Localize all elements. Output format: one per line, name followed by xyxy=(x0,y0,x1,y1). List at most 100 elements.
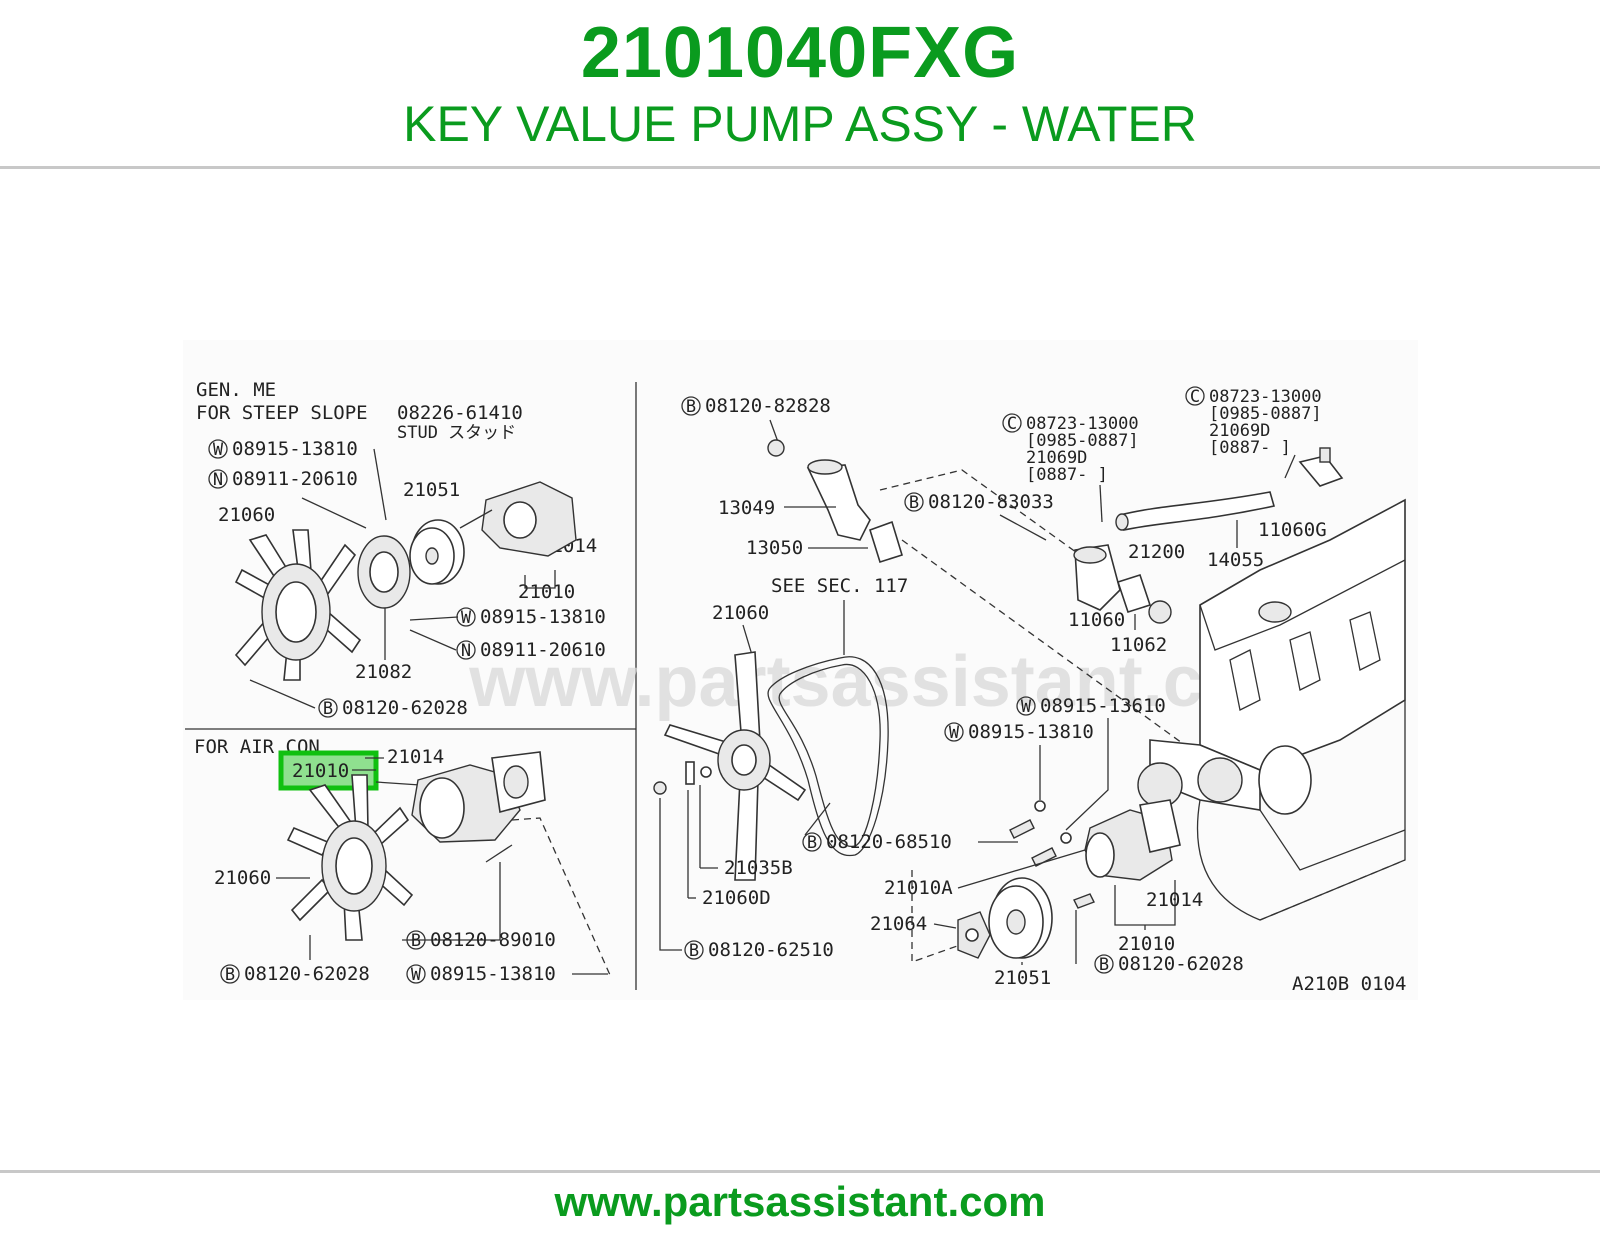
svg-text:08120-62028: 08120-62028 xyxy=(342,697,468,719)
label-21060d: 21060D xyxy=(702,887,771,909)
label-21014-b: 21014 xyxy=(387,746,444,768)
svg-text:21069D: 21069D xyxy=(1209,421,1270,441)
pulley-21051-topleft xyxy=(409,519,465,585)
callout-bolt-62028-a: B 08120-62028 xyxy=(249,679,468,719)
clip-letter-icon: C xyxy=(1007,414,1017,434)
label-21035b: 21035B xyxy=(724,857,793,879)
fan-21060-right xyxy=(663,651,807,881)
page-header: 2101040FXG KEY VALUE PUMP ASSY - WATER xyxy=(0,0,1600,168)
label-11060g: 11060G xyxy=(1258,519,1327,541)
svg-text:08120-89010: 08120-89010 xyxy=(430,929,556,951)
washer-letter-icon: W xyxy=(1021,697,1032,717)
nut-letter-icon: N xyxy=(213,470,223,490)
note-gen-me: GEN. ME xyxy=(196,379,276,401)
thermostat-housing-11060 xyxy=(1073,544,1172,624)
label-14055: 14055 xyxy=(1207,549,1264,571)
callout-bolt-68510: B 08120-68510 xyxy=(802,802,1018,853)
svg-text:08120-83033: 08120-83033 xyxy=(928,491,1054,513)
fan-21060-aircon xyxy=(286,774,414,941)
water-pump-21010-right xyxy=(1084,799,1181,881)
bolt-letter-icon: B xyxy=(807,833,817,853)
svg-text:08915-13810: 08915-13810 xyxy=(968,721,1094,743)
pump-bolts xyxy=(1009,800,1072,867)
svg-text:08915-13610: 08915-13610 xyxy=(1040,695,1166,717)
svg-text:[0887- ]: [0887- ] xyxy=(1026,465,1108,485)
connector-11060g xyxy=(1298,447,1344,487)
callout-bolt-62028-b: B 08120-62028 xyxy=(220,935,370,985)
watermark: www.partsassistant.com xyxy=(468,642,1311,722)
svg-text:08120-68510: 08120-68510 xyxy=(826,831,952,853)
label-stud-note: STUD スタッド xyxy=(397,423,516,443)
nut-letter-icon: N xyxy=(461,641,471,661)
svg-text:[0985-0887]: [0985-0887] xyxy=(1026,431,1139,451)
svg-text:[0985-0887]: [0985-0887] xyxy=(1209,404,1322,424)
callout-washer-13810-a: W 08915-13810 xyxy=(208,438,387,521)
bolt-letter-icon: B xyxy=(411,931,421,951)
label-21051-a: 21051 xyxy=(403,479,460,501)
callout-bolt-62028-c: B 08120-62028 xyxy=(1073,893,1244,975)
label-21010a: 21010A xyxy=(884,877,953,899)
water-pump-21010-topleft xyxy=(481,481,577,557)
washer-letter-icon: W xyxy=(411,965,422,985)
v-belt-inner xyxy=(778,663,881,847)
label-13050: 13050 xyxy=(746,537,803,559)
fan-clutch-21082 xyxy=(357,535,411,609)
bolt-letter-icon: B xyxy=(909,493,919,513)
callout-washer-13610: W 08915-13610 xyxy=(1016,695,1166,831)
bolt-letter-icon: B xyxy=(689,941,699,961)
fan-21060-topleft xyxy=(234,529,362,681)
part-number: 2101040FXG xyxy=(580,13,1020,93)
washer-letter-icon: W xyxy=(213,440,224,460)
callout-bolt-89010: B 08120-89010 xyxy=(402,862,556,951)
footer-url[interactable]: www.partsassistant.com xyxy=(554,1178,1046,1225)
header-divider xyxy=(0,166,1600,169)
callout-bolt-83033: B 08120-83033 xyxy=(904,491,1054,541)
svg-text:08120-62510: 08120-62510 xyxy=(708,939,834,961)
gasket-13050 xyxy=(869,520,903,564)
label-21082: 21082 xyxy=(355,661,412,683)
svg-text:08915-13810: 08915-13810 xyxy=(480,606,606,628)
water-outlet-13049 xyxy=(767,439,871,541)
callout-nut-20610-a: N 08911-20610 xyxy=(208,468,358,490)
svg-text:08723-13000: 08723-13000 xyxy=(1026,414,1139,434)
label-11060: 11060 xyxy=(1068,609,1125,631)
label-13049: 13049 xyxy=(718,497,775,519)
svg-text:08911-20610: 08911-20610 xyxy=(232,468,358,490)
label-11062: 11062 xyxy=(1110,634,1167,656)
part-name: KEY VALUE PUMP ASSY - WATER xyxy=(403,96,1197,152)
bolt-letter-icon: B xyxy=(686,397,696,417)
label-21060-c: 21060 xyxy=(712,602,769,624)
svg-text:08723-13000: 08723-13000 xyxy=(1209,387,1322,407)
label-21060-b: 21060 xyxy=(214,867,271,889)
svg-text:08120-62028: 08120-62028 xyxy=(244,963,370,985)
label-21064: 21064 xyxy=(870,913,927,935)
hose-14055 xyxy=(1115,491,1276,531)
label-21010-c: 21010 xyxy=(1118,933,1175,955)
svg-text:08915-13810: 08915-13810 xyxy=(232,438,358,460)
label-stud-part: 08226-61410 xyxy=(397,402,523,424)
label-21200: 21200 xyxy=(1128,541,1185,563)
svg-text:08120-82828: 08120-82828 xyxy=(705,395,831,417)
hub-21064 xyxy=(957,911,991,959)
v-belt xyxy=(767,656,889,857)
svg-text:21069D: 21069D xyxy=(1026,448,1087,468)
svg-text:[0887- ]: [0887- ] xyxy=(1209,438,1291,458)
engine-block xyxy=(1137,498,1406,921)
bolt-letter-icon: B xyxy=(1099,955,1109,975)
drawing-code: A210B 0104 xyxy=(1292,973,1406,995)
callout-bolt-62510: B 08120-62510 xyxy=(659,798,834,961)
note-steep-slope: FOR STEEP SLOPE xyxy=(196,402,368,424)
washer-letter-icon: W xyxy=(949,723,960,743)
callout-clip-13000-a: C 08723-13000 [0985-0887] 21069D [0887- … xyxy=(1002,413,1139,523)
svg-text:08915-13810: 08915-13810 xyxy=(430,963,556,985)
label-see-sec: SEE SEC. 117 xyxy=(771,575,908,597)
callout-clip-13000-b: C 08723-13000 [0985-0887] 21069D [0887- … xyxy=(1185,386,1322,479)
label-21010-a: 21010 xyxy=(518,581,575,603)
footer-divider xyxy=(0,1170,1600,1173)
bolt-letter-icon: B xyxy=(323,699,333,719)
pulley-21051-right xyxy=(988,877,1053,959)
label-21014-c: 21014 xyxy=(1146,889,1203,911)
label-21060-a: 21060 xyxy=(218,504,275,526)
washer-letter-icon: W xyxy=(461,608,472,628)
